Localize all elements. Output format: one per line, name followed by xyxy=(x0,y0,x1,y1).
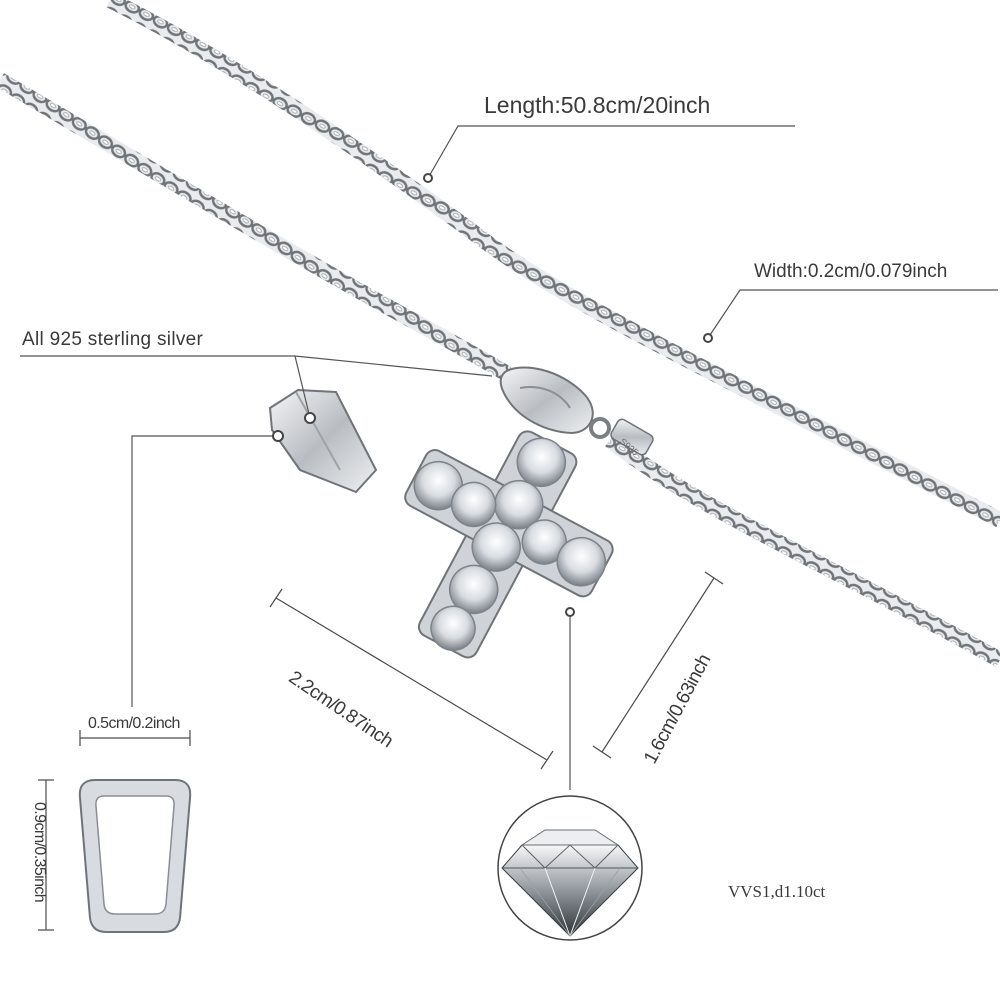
width-label: Width:0.2cm/0.079inch xyxy=(754,261,948,282)
callout-dot-icon xyxy=(304,412,316,424)
round-brilliant-diamond-icon xyxy=(501,829,639,938)
material-callout-line-to-bail xyxy=(294,355,311,419)
cross-width-dimension xyxy=(275,597,548,761)
cross-height-dimension xyxy=(601,577,715,753)
cross-pendant xyxy=(404,430,614,659)
callout-lines xyxy=(20,125,998,790)
length-label: Length:50.8cm/20inch xyxy=(484,92,711,118)
length-callout-line xyxy=(427,125,795,179)
pendant-bail xyxy=(268,388,378,494)
callout-dot-icon xyxy=(565,607,575,617)
bail-front-view xyxy=(78,779,192,933)
bail-width-label: 0.5cm/0.2inch xyxy=(88,715,180,732)
bail-callout-line xyxy=(131,435,278,707)
width-callout-line xyxy=(707,289,998,339)
callout-dot-icon xyxy=(423,173,433,183)
chain-strand-right xyxy=(605,433,1000,667)
stone-grade-label: VVS1,d1.10ct xyxy=(728,882,826,901)
callout-dots xyxy=(272,173,713,617)
chain-strand-lower xyxy=(0,73,525,389)
callout-dot-icon xyxy=(272,430,284,442)
chain-strand-upper xyxy=(106,0,1000,528)
callout-dot-icon xyxy=(703,333,713,343)
lobster-clasp xyxy=(499,366,654,456)
material-label: All 925 sterling silver xyxy=(22,329,204,350)
dimension-lines xyxy=(38,571,724,931)
chain xyxy=(0,0,1000,667)
diamond-detail xyxy=(497,795,643,941)
bail-height-label: 0.9cm/0.35inch xyxy=(31,802,48,903)
material-callout-line xyxy=(20,355,493,377)
